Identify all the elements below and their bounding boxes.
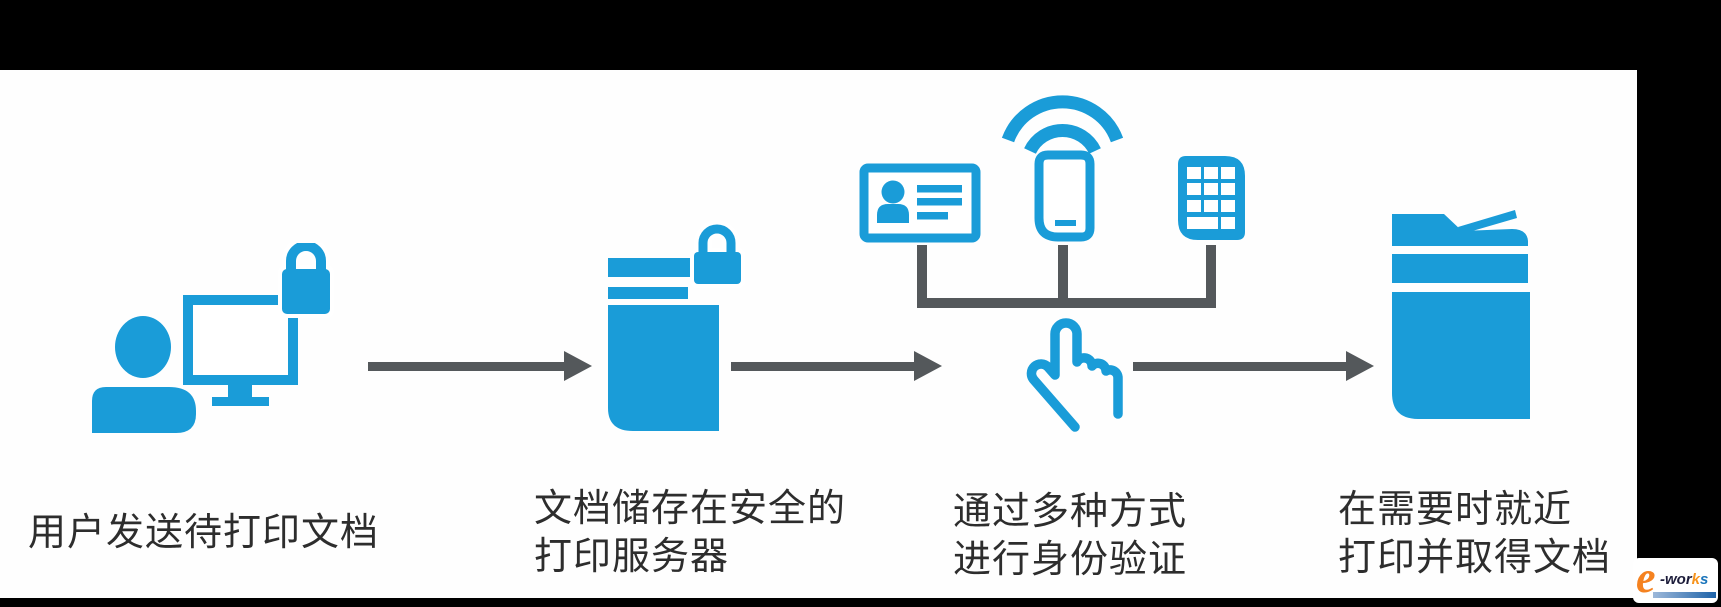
tap-hand-icon [1026,318,1123,432]
connector-keypad-stub [1206,245,1216,308]
smartphone-wifi-icon [1001,95,1124,242]
step1-label-line1: 用户发送待打印文档 [28,512,380,554]
keypad-keys [1187,167,1235,229]
wifi-icon [1001,95,1124,155]
lock-icon [278,243,334,318]
step2-label-line1: 文档储存在安全的 [534,488,847,530]
step4-label-line1: 在需要时就近 [1338,489,1573,531]
arrow-shaft [1133,362,1350,371]
secure-print-server-icon [608,220,745,431]
step3-label: 通过多种方式 进行身份验证 [953,488,1187,584]
arrow-shaft [731,362,918,371]
arrow-right-1 [368,351,592,381]
eworks-logo-text: -works [1660,571,1709,588]
step4-label: 在需要时就近 打印并取得文档 [1338,486,1611,582]
step3-label-line2: 进行身份验证 [953,539,1188,581]
connector-phone-stub [1058,245,1068,308]
id-card-icon [859,163,981,243]
arrow-head [1346,351,1374,381]
step3-label-line1: 通过多种方式 [953,491,1188,533]
arrow-shaft [368,362,568,371]
arrow-right-2 [731,351,942,381]
smartphone-icon [1034,150,1095,242]
arrow-head [564,351,592,381]
arrow-right-3 [1133,351,1374,381]
server-tower-icon [608,258,719,431]
step4-label-line2: 打印并取得文档 [1338,537,1612,579]
connector-card-stub [917,245,927,308]
step2-label: 文档储存在安全的 打印服务器 [534,485,846,581]
step1-label: 用户发送待打印文档 [28,509,379,557]
arrow-head [914,351,942,381]
person-icon [92,316,196,433]
connector-horizontal-bar [917,298,1216,308]
printer-icon [1392,210,1530,419]
pin-keypad-icon [1178,156,1245,240]
eworks-logo-bar [1653,592,1716,598]
printer-paper-icon [1458,210,1517,234]
monitor-icon [183,295,298,406]
lock-icon [690,220,745,288]
eworks-logo: e -works [1633,558,1718,603]
eworks-logo-e: e [1636,558,1656,602]
step2-label-line2: 打印服务器 [534,536,730,578]
user-computer-lock-icon [92,243,334,433]
